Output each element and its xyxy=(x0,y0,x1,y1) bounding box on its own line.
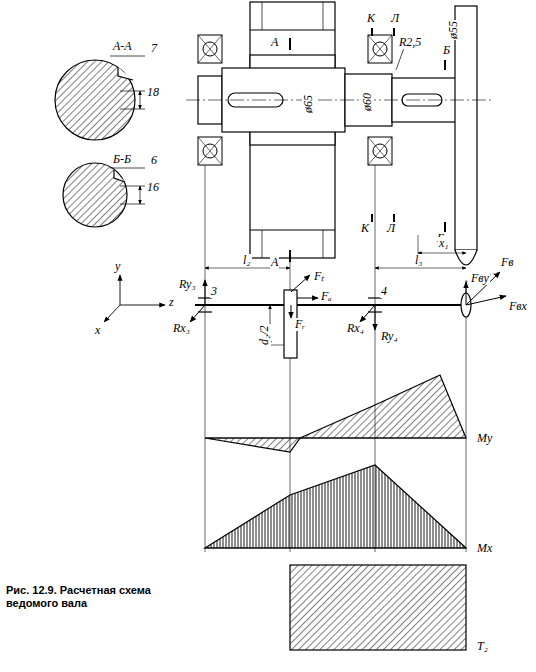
drawing-label: ø65 xyxy=(302,94,315,114)
drawing-label: Fв xyxy=(500,256,515,269)
drawing-label: Fвx xyxy=(508,300,528,313)
drawing-label: Ry₄ xyxy=(380,330,399,343)
drawing-label: А-А xyxy=(112,40,133,53)
drawing-label: 6 xyxy=(150,154,158,167)
drawing-label: z xyxy=(168,296,175,309)
drawing-label: ø60 xyxy=(361,92,374,112)
drawing-label: 4 xyxy=(380,285,388,298)
drawing-label: Fₐ xyxy=(320,290,333,303)
drawing-label: ø55 xyxy=(447,20,460,40)
drawing-label: x₁ xyxy=(438,237,450,250)
drawing-label: А xyxy=(270,36,279,49)
drawing-label: Mx xyxy=(476,542,493,555)
drawing-label: y xyxy=(114,260,121,273)
drawing-label: Fₜ xyxy=(313,270,325,283)
drawing-label: К xyxy=(360,222,370,235)
drawing-label: T₂ xyxy=(476,640,489,653)
drawing-label: Fвy xyxy=(470,272,490,285)
drawing-label: d₂/2 xyxy=(258,324,271,346)
drawing-label: Л xyxy=(390,12,400,25)
drawing-label: l₂ xyxy=(242,254,252,267)
drawing-label: R2,5 xyxy=(398,36,422,49)
drawing-label: Rx₄ xyxy=(346,322,365,335)
drawing-label: А xyxy=(270,256,279,269)
drawing-label: x xyxy=(94,324,101,337)
drawing-label: l₃ xyxy=(414,254,424,267)
drawing-label: 18 xyxy=(146,86,160,99)
drawing-label: 16 xyxy=(146,181,160,194)
drawing-label: Л xyxy=(386,222,396,235)
drawing-label: My xyxy=(476,432,493,445)
drawing-label: Б xyxy=(442,44,451,57)
drawing-label: 3 xyxy=(210,285,218,298)
figure-caption: Рис. 12.9. Расчетная схема ведомого вала xyxy=(6,584,156,610)
drawing-label: Rx₃ xyxy=(172,322,191,335)
drawing-label: Fᵣ xyxy=(294,318,306,331)
drawing-label: 7 xyxy=(150,42,158,55)
drawing-label: Б-Б xyxy=(112,153,132,166)
drawing-label: К xyxy=(366,12,376,25)
drawing-label: Ry₃ xyxy=(178,278,197,291)
